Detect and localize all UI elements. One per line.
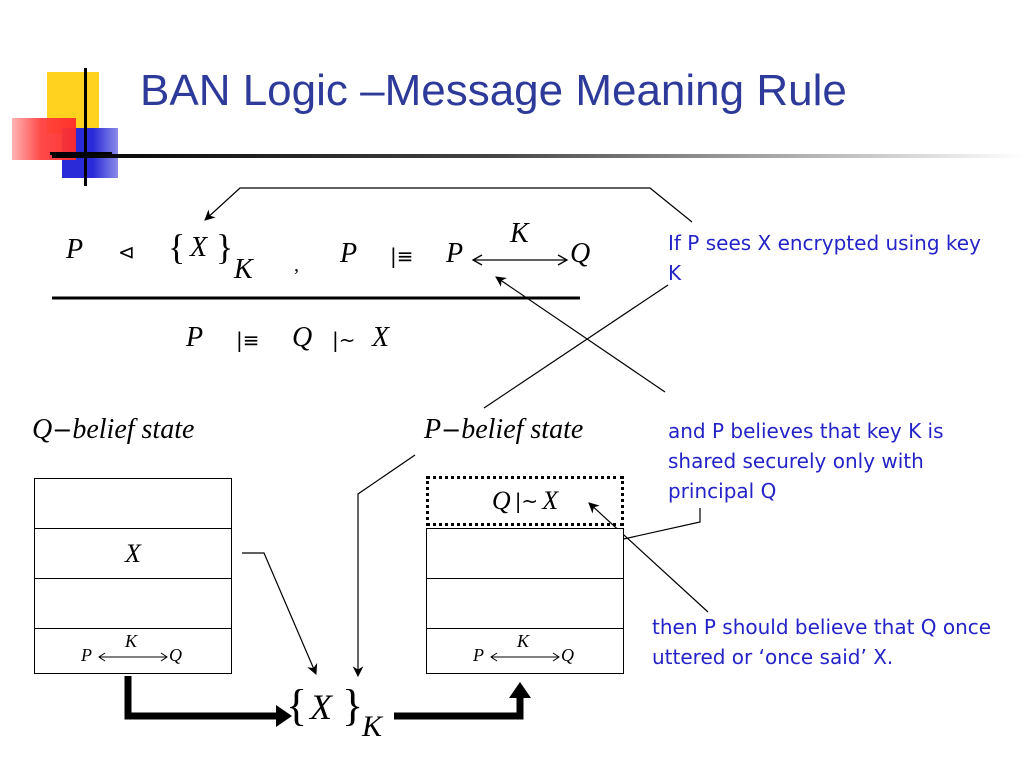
q-key-right: Q xyxy=(169,645,182,665)
p-state-label: P−belief state xyxy=(424,414,583,446)
slide-title: BAN Logic –Message Meaning Rule xyxy=(140,66,847,115)
q-stack-cell-3 xyxy=(35,579,231,629)
arrow-sees-to-premise xyxy=(204,187,693,223)
shared-key-arrow xyxy=(471,254,569,266)
q-key-arrow xyxy=(98,652,168,662)
p-new-belief-cell: Q|~X xyxy=(426,476,624,526)
title-underline xyxy=(52,154,1024,158)
premise2-believes-symbol: |≡ xyxy=(390,244,414,268)
flow-arrow-p-head xyxy=(509,682,531,698)
p-state-label-rest: belief state xyxy=(461,414,584,445)
annotation-then: then P should believe that Q once uttere… xyxy=(652,615,992,669)
arrow-p-label-to-message xyxy=(352,454,416,678)
premise2-left-principal: P xyxy=(446,238,464,269)
premise1-principal: P xyxy=(66,234,84,265)
q-stack-cell-x: X xyxy=(35,529,231,579)
q-state-label-minus: − xyxy=(52,416,73,444)
p-state-label-minus: − xyxy=(441,416,462,444)
q-key-label: K xyxy=(125,631,138,651)
line-sees-to-p-state xyxy=(483,284,669,409)
conclusion-believes-symbol: |≡ xyxy=(236,328,260,352)
q-state-label-rest: belief state xyxy=(72,414,195,445)
flow-arrow-q-to-message xyxy=(124,676,276,720)
p-state-label-principal: P xyxy=(424,414,442,445)
p-stack-key-cell: P K Q xyxy=(427,629,623,673)
p-new-belief-message: X xyxy=(542,486,559,515)
arrow-believes-to-key xyxy=(495,276,666,393)
logo-decoration xyxy=(10,60,150,190)
conclusion-said-symbol: |~ xyxy=(332,328,356,352)
encrypted-key: K xyxy=(362,710,383,743)
conclusion-message: X xyxy=(372,322,390,353)
q-belief-stack: X P K Q xyxy=(34,478,232,674)
q-state-label-principal: Q xyxy=(32,414,53,445)
q-state-label: Q−belief state xyxy=(32,414,194,446)
flow-arrow-message-to-p xyxy=(394,698,524,720)
encrypted-message: X xyxy=(310,687,332,727)
premise1-brace-close: } xyxy=(216,227,234,267)
p-key-label: K xyxy=(517,631,530,651)
q-key-left: P xyxy=(81,645,92,665)
premise-separator: , xyxy=(294,254,299,276)
annotation-believes: and P believes that key K is shared secu… xyxy=(668,419,944,503)
p-key-arrow xyxy=(490,652,560,662)
encrypted-brace-open: { xyxy=(286,681,308,730)
q-stack-cell-1 xyxy=(35,479,231,529)
p-stack-cell-2 xyxy=(427,579,623,629)
flow-arrow-q-head xyxy=(276,705,292,727)
premise1-message: X xyxy=(190,232,208,263)
p-key-left: P xyxy=(473,645,484,665)
logo-vertical-line xyxy=(84,68,87,186)
arrow-x-to-message xyxy=(242,552,318,675)
premise1-key: K xyxy=(234,254,253,285)
p-stack-cell-1 xyxy=(427,529,623,579)
encrypted-brace-close: } xyxy=(342,681,364,730)
q-stack-key-cell: P K Q xyxy=(35,629,231,679)
p-new-belief-said-symbol: |~ xyxy=(514,489,539,513)
annotation-sees: If P sees X encrypted using key K xyxy=(668,231,981,285)
premise1-brace-open: { xyxy=(168,227,186,267)
premise2-right-principal: Q xyxy=(570,238,591,269)
conclusion-principal: P xyxy=(186,322,204,353)
p-belief-stack: P K Q xyxy=(426,528,624,674)
conclusion-other: Q xyxy=(292,322,313,353)
sees-symbol: ⊲ xyxy=(118,240,135,264)
premise2-key: K xyxy=(510,218,529,249)
logo-horizontal-line xyxy=(50,152,112,155)
premise2-principal: P xyxy=(340,238,358,269)
p-new-belief-other: Q xyxy=(491,486,511,515)
arrow-then-to-new-belief xyxy=(588,502,709,613)
p-key-right: Q xyxy=(561,645,574,665)
